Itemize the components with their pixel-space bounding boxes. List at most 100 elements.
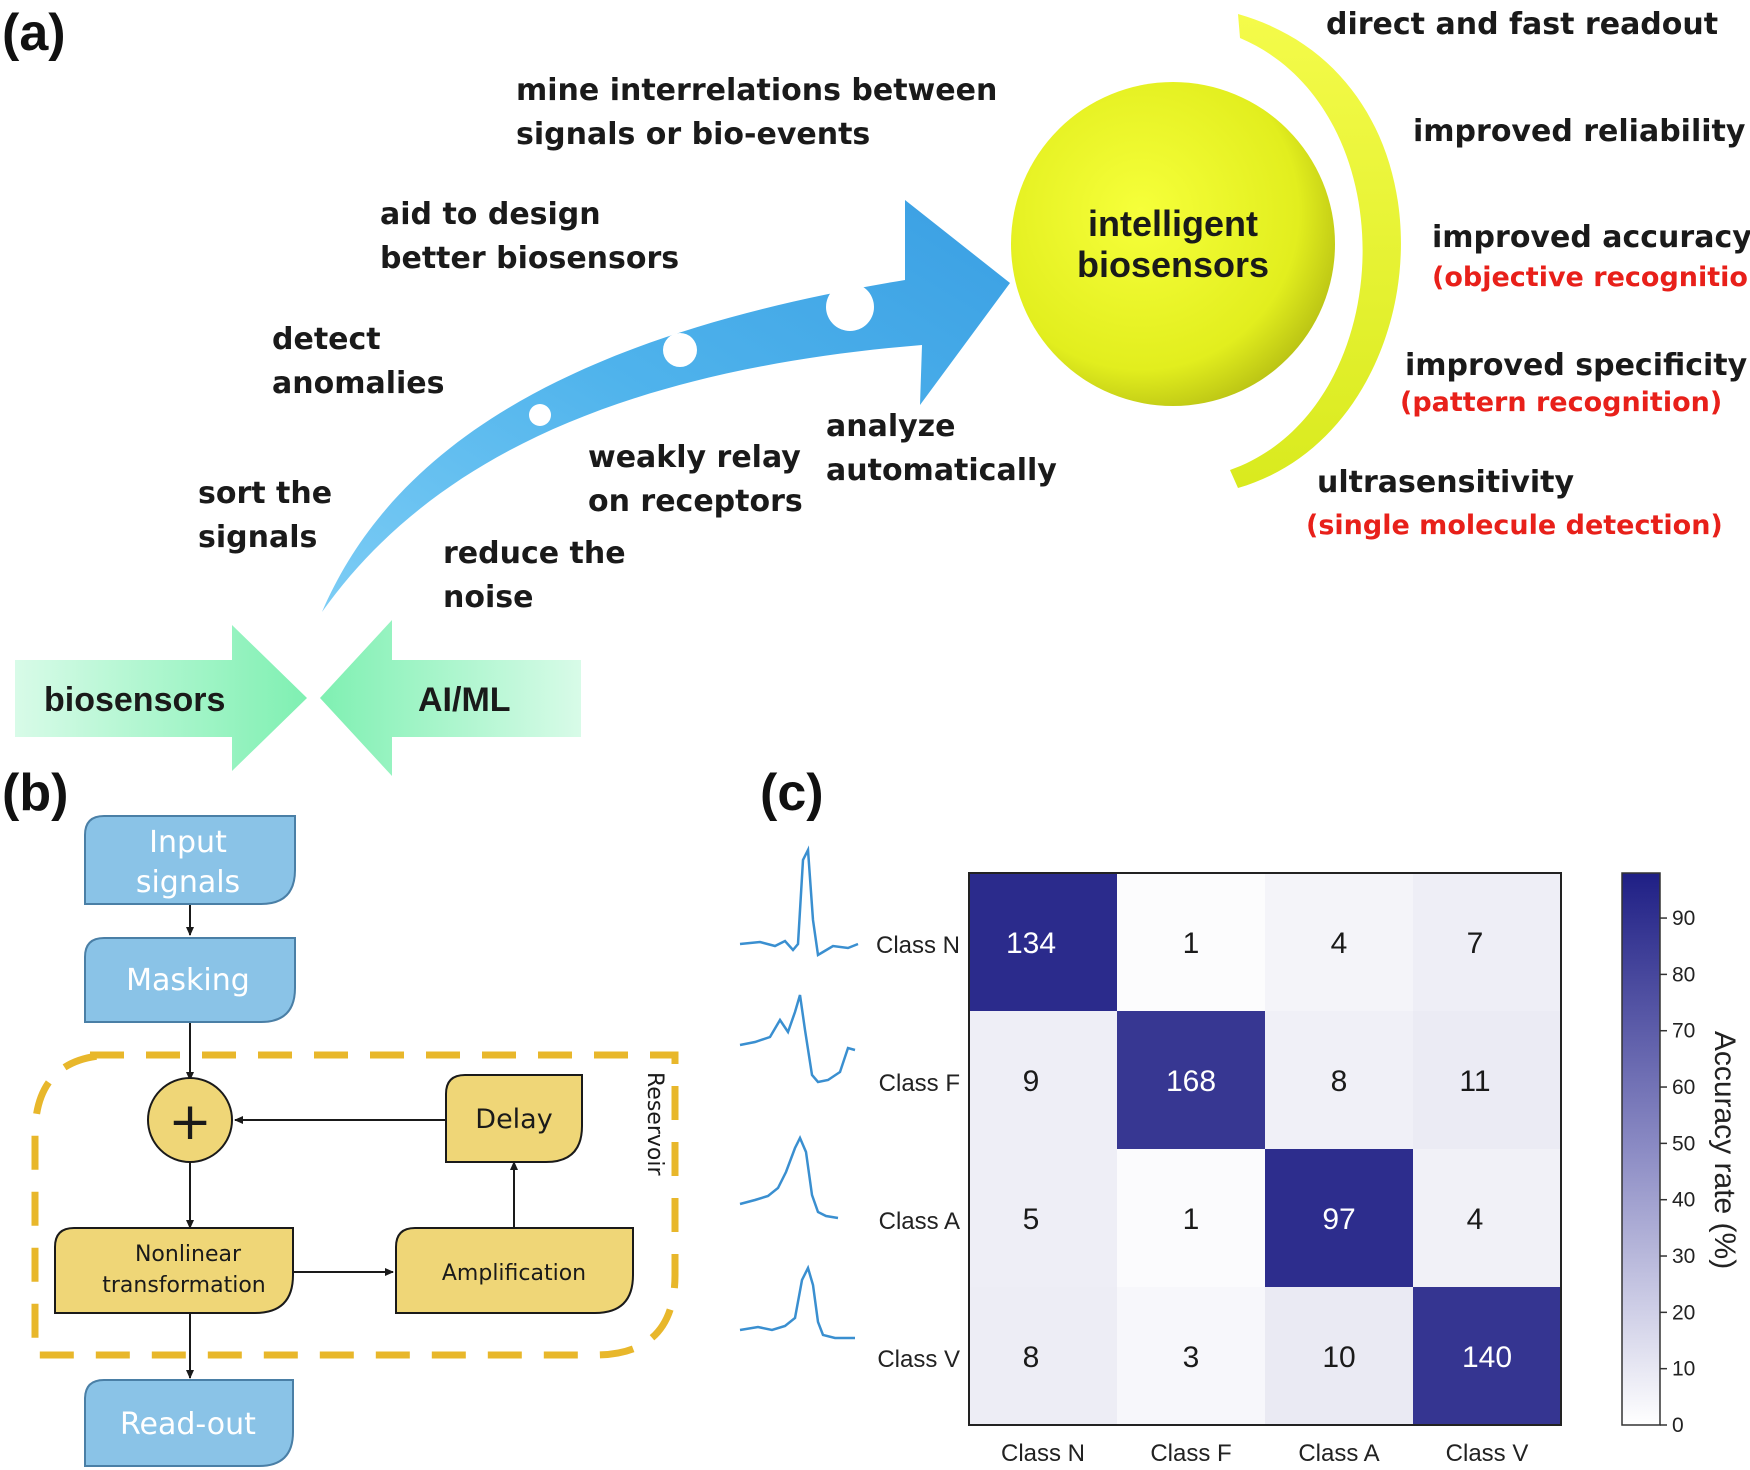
label-line: weakly relay [588,440,801,475]
input-signals-line2: signals [136,865,240,900]
colorbar-tick-label: 50 [1672,1132,1695,1155]
colorbar-tick-label: 40 [1672,1189,1695,1212]
heatmap-cell [969,873,1117,1011]
hub-label-line1: intelligent [1088,203,1258,244]
label-line: signals [198,520,317,555]
benefit-accuracy-note: (objective recognition) [1432,262,1750,293]
reservoir-label: Reservoir [642,1072,667,1176]
input-signals-line1: Input [149,825,227,860]
label-line: on receptors [588,484,803,519]
heatmap-value: 168 [1166,1065,1216,1098]
heatmap-value: 1 [1183,927,1200,960]
panel-a-letter: (a) [2,4,66,62]
colorbar [1621,872,1661,1426]
masking-box [84,937,296,1023]
label-reduce-noise: reduce the noise [443,536,626,615]
biosensors-label: biosensors [44,681,225,719]
heatmap-value: 134 [1006,927,1056,960]
label-line: detect [272,322,381,357]
nonlinear-line1: Nonlinear [135,1242,242,1267]
benefit-reliability: improved reliability [1413,114,1746,149]
panel-b: (b) Reservoir Input signals Masking Read… [2,764,679,1467]
col-label-class-v: Class V [1446,1440,1529,1467]
heatmap-cell [969,1287,1117,1425]
colorbar-tick-label: 0 [1672,1414,1684,1437]
benefit-ultrasensitivity: ultrasensitivity [1317,465,1575,500]
label-aid-to-design: aid to design better biosensors [380,197,679,276]
label-line: analyze [826,409,956,444]
nonlinear-line2: transformation [102,1273,265,1298]
heatmap-cell [1117,1149,1265,1287]
label-line: anomalies [272,366,445,401]
col-label-class-a: Class A [1298,1440,1379,1467]
heatmap-cell [1265,873,1413,1011]
colorbar-label: Accuracy rate (%) [1708,1031,1741,1269]
heatmap-cell [1265,1149,1413,1287]
heatmap-cell [1265,1287,1413,1425]
colorbar-tick-label: 30 [1672,1245,1695,1268]
colorbar-tick-label: 80 [1672,963,1695,986]
colorbar-tick-label: 20 [1672,1301,1695,1324]
label-sort-signals: sort the signals [198,476,332,555]
hub-label-line2: biosensors [1077,244,1269,285]
waveform-class-v [739,1264,855,1340]
label-detect-anomalies: detect anomalies [272,322,445,401]
waveform-class-a [739,1135,839,1220]
delay-box [445,1074,583,1163]
benefit-readout: direct and fast readout [1326,7,1718,42]
delay-label: Delay [475,1104,552,1135]
sum-junction [147,1077,233,1163]
intelligent-biosensors-circle [1011,82,1335,406]
heatmap-cell [1117,873,1265,1011]
label-line: noise [443,580,533,615]
label-line: better biosensors [380,241,679,276]
input-signals-box [84,815,296,905]
biosensors-arrow [15,625,307,771]
heatmap-cell [1117,1011,1265,1149]
colorbar-tick-label: 90 [1672,907,1695,930]
waveform-class-f [739,994,856,1084]
heatmap-value: 140 [1462,1341,1512,1374]
colorbar-tick-label: 70 [1672,1020,1695,1043]
reservoir-outline [31,1051,679,1359]
colorbar-tick-label: 60 [1672,1076,1695,1099]
readout-label: Read-out [120,1407,256,1442]
arrow-bubble-medium [663,333,697,367]
row-label-class-n: Class N [876,932,960,959]
confusion-matrix-frame [968,872,1562,1426]
benefit-accuracy: improved accuracy [1432,220,1750,255]
heatmap-cell [1413,873,1561,1011]
heatmap-value: 4 [1331,927,1348,960]
benefit-specificity: improved specificity [1405,348,1748,383]
heatmap-value: 8 [1023,1341,1040,1374]
row-label-class-v: Class V [877,1346,960,1373]
heatmap-value: 4 [1467,1203,1484,1236]
heatmap-cell [969,1149,1117,1287]
col-label-class-f: Class F [1150,1440,1231,1467]
ai-ml-arrow [320,620,581,776]
label-line: automatically [826,453,1057,488]
heatmap-value: 5 [1023,1203,1040,1236]
benefits-arc [1230,14,1401,488]
heatmap-value: 8 [1331,1065,1348,1098]
label-line: aid to design [380,197,601,232]
masking-label: Masking [126,963,250,998]
heatmap-cell [1117,1287,1265,1425]
arrow-bubble-large [826,283,874,331]
panel-b-letter: (b) [2,764,68,822]
arrow-bubble-small [529,404,551,426]
panel-c-letter: (c) [760,764,824,822]
readout-box [84,1379,294,1467]
col-label-class-n: Class N [1001,1440,1085,1467]
label-line: mine interrelations between [516,73,997,108]
amplification-box [395,1227,634,1314]
row-label-class-a: Class A [879,1208,960,1235]
nonlinear-transformation-box [54,1227,294,1314]
heatmap-cell [1413,1149,1561,1287]
heatmap-cell [1265,1011,1413,1149]
heatmap-cell [1413,1011,1561,1149]
